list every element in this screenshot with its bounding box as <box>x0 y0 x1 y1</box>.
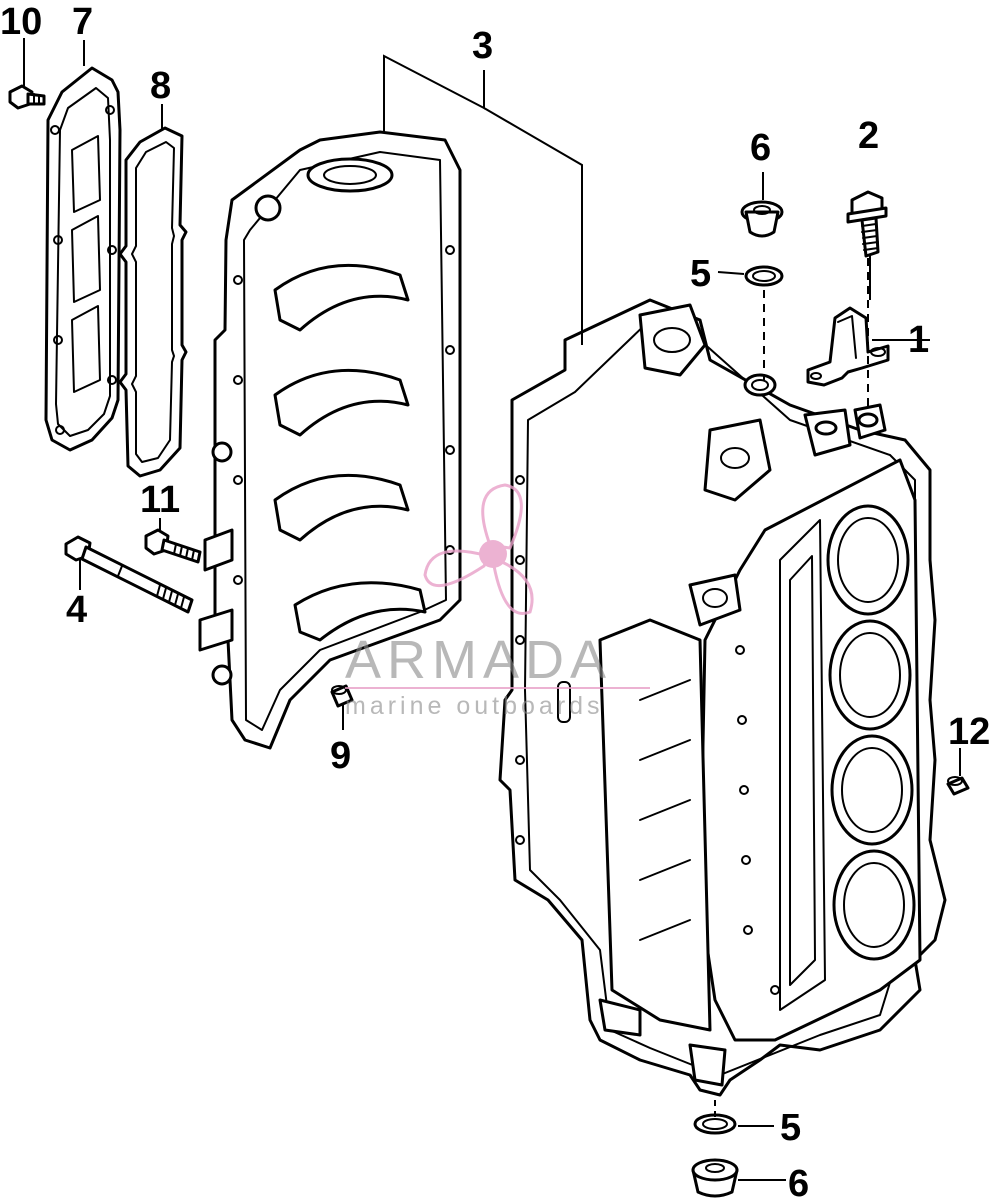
propeller-logo <box>423 483 534 615</box>
callout-4: 4 <box>66 589 87 631</box>
callout-7: 7 <box>72 1 93 43</box>
part-2-bolt <box>846 190 888 258</box>
cylinder-block <box>498 298 947 1097</box>
part-4-long-bolt <box>64 535 194 614</box>
brand-tagline: marine outboards <box>345 692 604 720</box>
part-7-head-cover <box>44 66 122 452</box>
callout-10: 10 <box>0 1 42 43</box>
part-6-plug-bottom <box>691 1158 739 1198</box>
brand-name: ARMADA <box>345 630 612 690</box>
leader-lines <box>23 38 961 1181</box>
callout-3: 3 <box>472 25 493 67</box>
cylinder-bores <box>826 504 916 961</box>
callout-12: 12 <box>948 711 990 753</box>
part-1-bracket <box>806 306 890 387</box>
part-5-washer-bottom <box>693 1113 737 1135</box>
callout-9: 9 <box>330 735 351 777</box>
part-12-pin <box>946 776 970 796</box>
armada-watermark: ARMADA marine outboards <box>345 483 650 720</box>
callout-5-top: 5 <box>690 253 711 295</box>
part-5-washer-top <box>744 265 784 287</box>
callout-5-bottom: 5 <box>780 1107 801 1149</box>
part-9-dowel-pin <box>330 684 354 708</box>
callout-6-top: 6 <box>750 127 771 169</box>
part-10-bolt <box>8 84 46 110</box>
part-8-gasket <box>118 126 188 478</box>
part-6-plug-top <box>740 200 784 238</box>
part-11-bolt <box>144 528 202 564</box>
callout-6-bottom: 6 <box>788 1163 809 1200</box>
callout-11: 11 <box>140 479 180 521</box>
callout-1: 1 <box>908 319 929 361</box>
callout-8: 8 <box>150 65 171 107</box>
part-3-crankcase <box>198 130 462 750</box>
callout-2: 2 <box>858 115 879 157</box>
